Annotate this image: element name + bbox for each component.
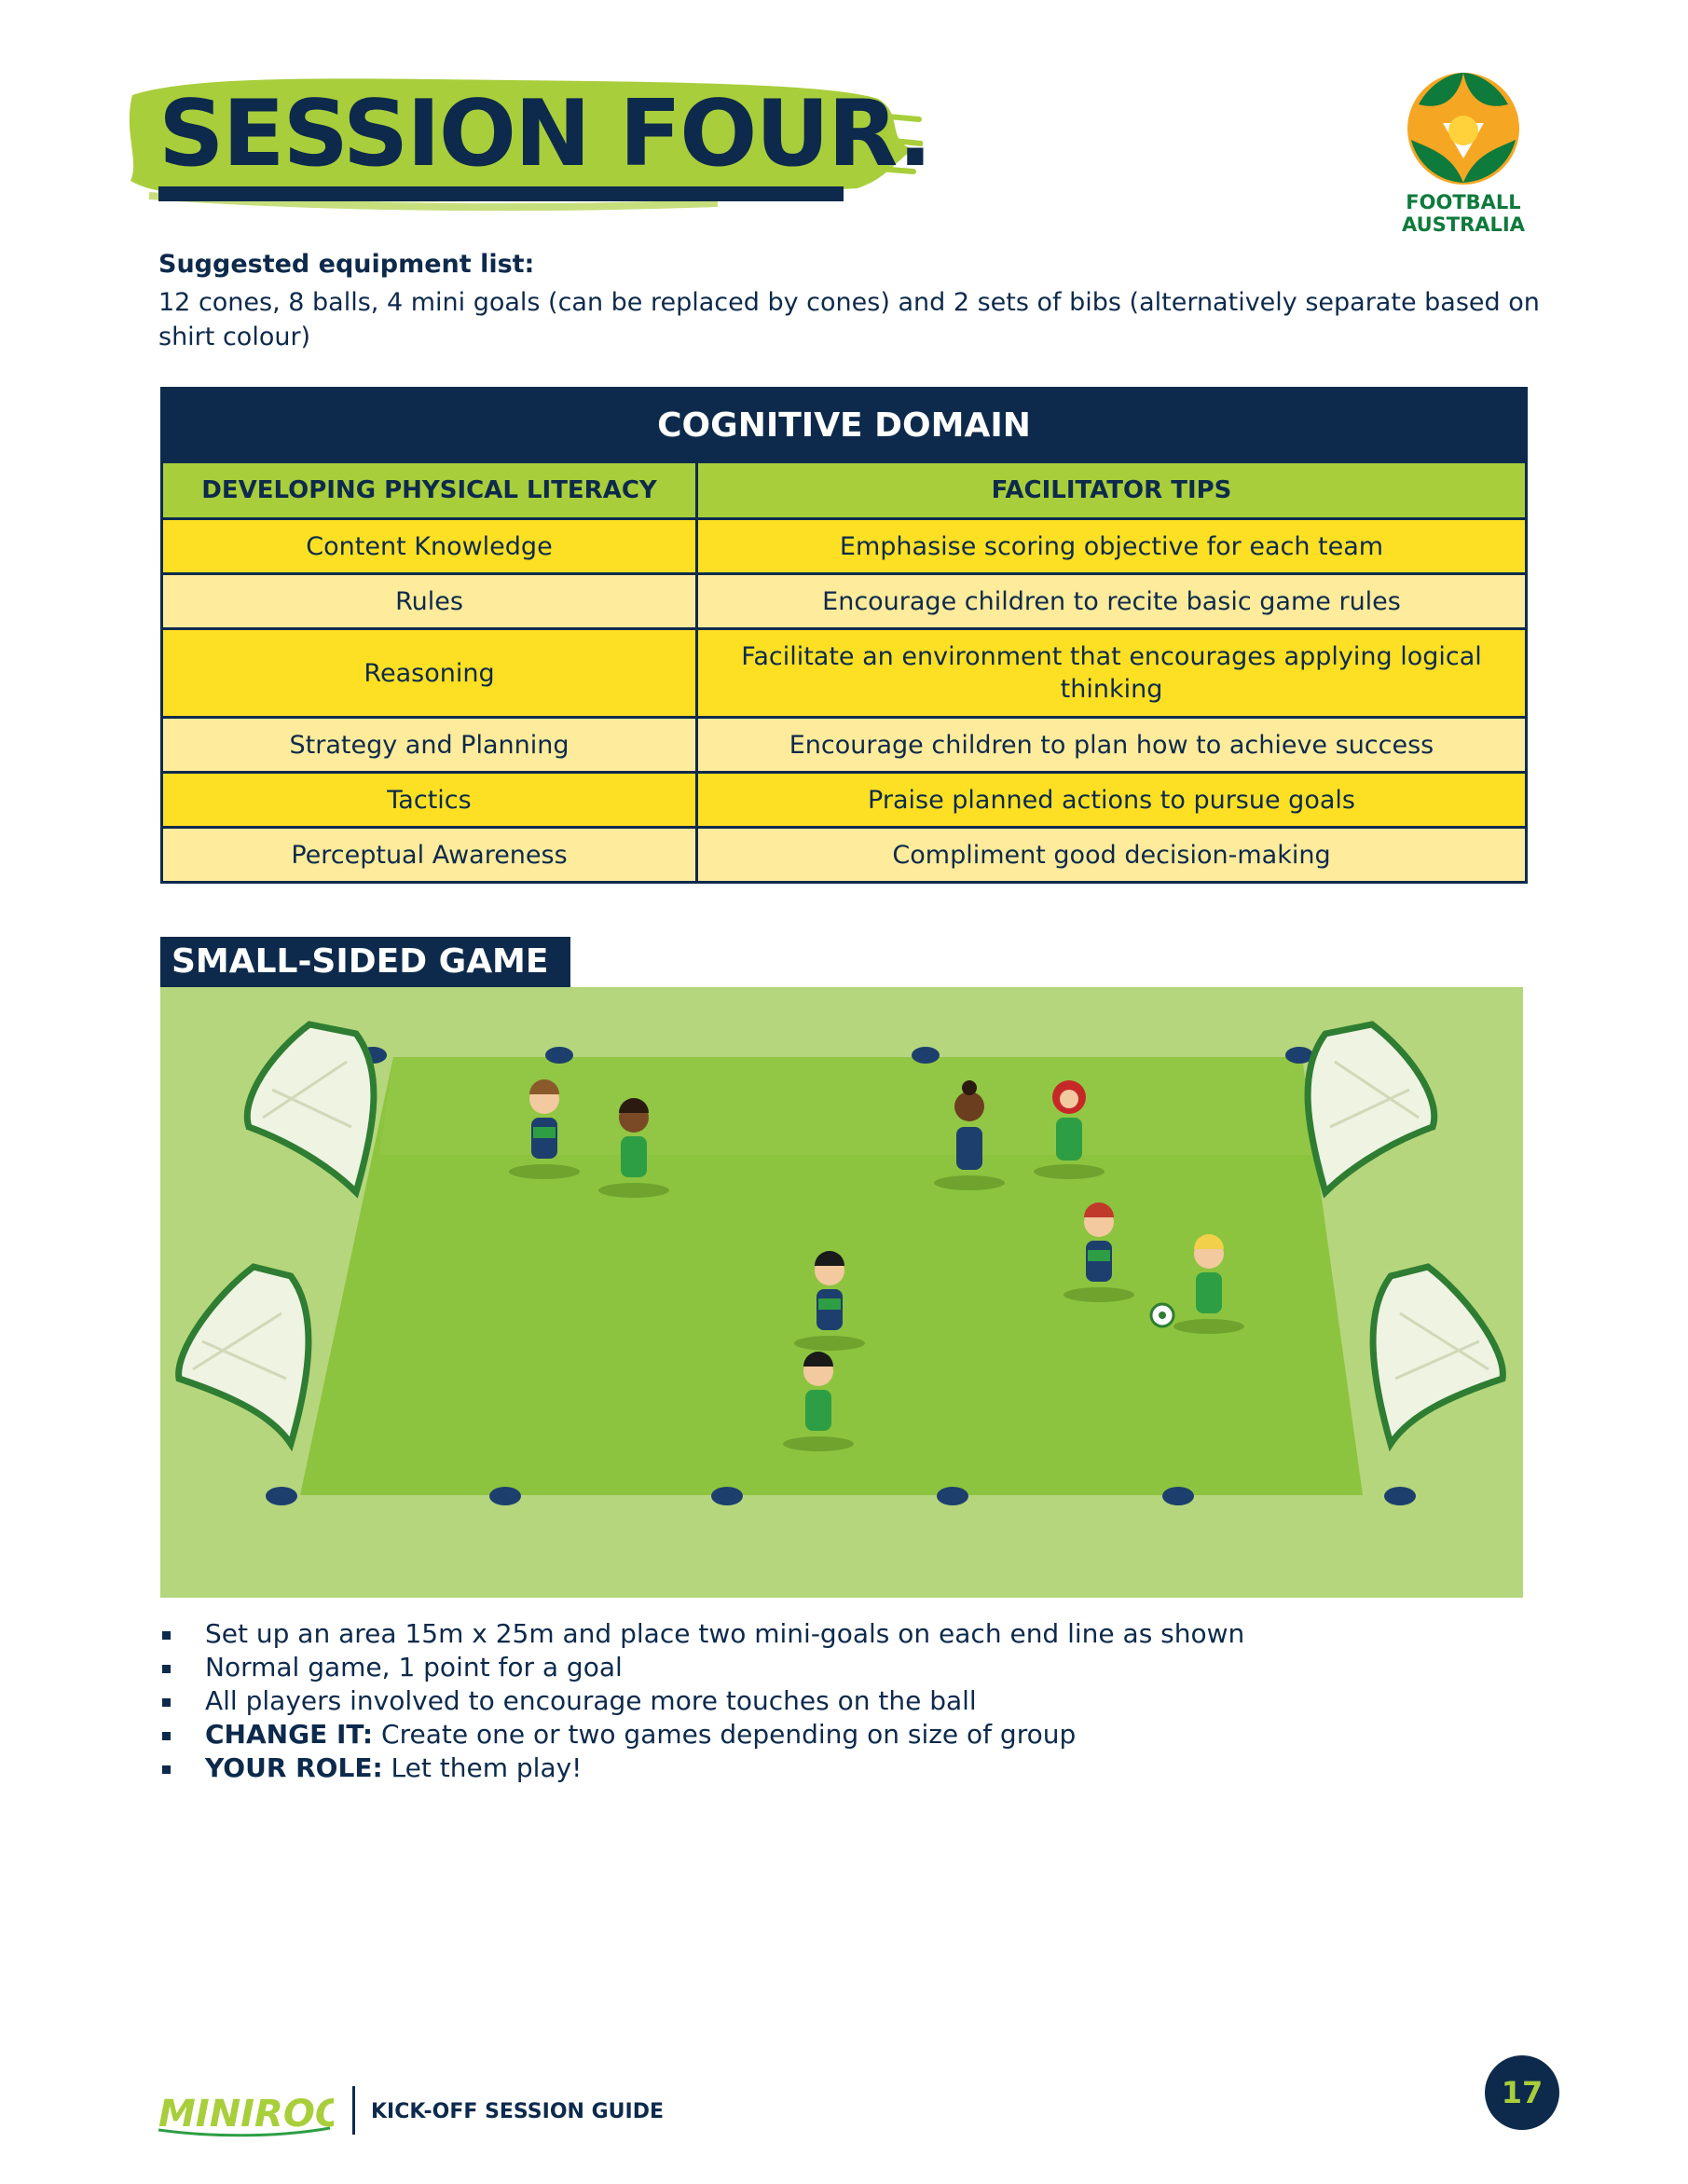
table-cell: Tactics (160, 771, 698, 829)
player-icon (509, 1079, 580, 1179)
instruction-list: Set up an area 15m x 25m and place two m… (160, 1617, 1521, 1785)
cone-icon (912, 1047, 940, 1064)
football-icon (1149, 1302, 1175, 1328)
equipment-heading: Suggested equipment list: (158, 250, 535, 279)
cone-icon (1162, 1487, 1194, 1505)
logo-line-2: AUSTRALIA (1402, 213, 1525, 236)
svg-text:MINIROOS: MINIROOS (158, 2093, 334, 2136)
cone-icon (545, 1047, 573, 1064)
football-australia-logo-icon (1407, 73, 1519, 185)
table-cell: Strategy and Planning (160, 716, 698, 774)
mini-goal-icon (1304, 1021, 1438, 1199)
player-icon (783, 1352, 854, 1451)
table-cell: Content Knowledge (160, 517, 698, 575)
player-icon (598, 1098, 669, 1198)
list-item: Normal game, 1 point for a goal (160, 1651, 1521, 1684)
mini-goal-icon (243, 1021, 377, 1199)
player-icon (794, 1251, 865, 1351)
column-header-literacy: DEVELOPING PHYSICAL LITERACY (160, 460, 698, 520)
list-item: Set up an area 15m x 25m and place two m… (160, 1617, 1521, 1651)
table-cell: Compliment good decision-making (694, 826, 1529, 884)
table-row: Tactics Praise planned actions to pursue… (160, 771, 1529, 829)
table-title: COGNITIVE DOMAIN (159, 387, 1529, 463)
page-title: SESSION FOUR. (158, 81, 933, 187)
cone-icon (711, 1487, 743, 1505)
cone-icon (1384, 1487, 1416, 1505)
bullet-square-icon (162, 1732, 171, 1740)
table-cell: Emphasise scoring objective for each tea… (694, 517, 1529, 575)
column-header-tips: FACILITATOR TIPS (694, 460, 1529, 520)
cone-icon (266, 1487, 297, 1505)
section-label: SMALL-SIDED GAME (160, 937, 570, 987)
equipment-text: 12 cones, 8 balls, 4 mini goals (can be … (158, 288, 1540, 351)
table-cell: Encourage children to plan how to achiev… (694, 716, 1529, 774)
player-icon (934, 1080, 1005, 1190)
bullet-square-icon (162, 1765, 171, 1774)
cone-icon (1285, 1047, 1313, 1064)
cognitive-domain-table: COGNITIVE DOMAIN DEVELOPING PHYSICAL LIT… (159, 387, 1529, 884)
table-row: Perceptual Awareness Compliment good dec… (160, 826, 1529, 884)
player-icon (1173, 1234, 1244, 1334)
mini-goal-icon (1369, 1263, 1506, 1452)
page-number: 17 (1485, 2055, 1559, 2130)
list-item: All players involved to encourage more t… (160, 1684, 1521, 1718)
cone-icon (937, 1487, 968, 1505)
player-icon (1034, 1080, 1105, 1179)
bullet-square-icon (162, 1665, 171, 1673)
table-row: Content Knowledge Emphasise scoring obje… (160, 517, 1529, 575)
table-cell: Facilitate an environment that encourage… (694, 627, 1529, 719)
pitch-diagram (160, 987, 1523, 1598)
table-cell: Encourage children to recite basic game … (694, 572, 1529, 630)
list-item: YOUR ROLE: Let them play! (160, 1751, 1521, 1785)
bullet-square-icon (162, 1631, 171, 1640)
footer-guide-title: KICK-OFF SESSION GUIDE (371, 2100, 664, 2123)
table-cell: Rules (160, 572, 698, 630)
table-row: Rules Encourage children to recite basic… (160, 572, 1529, 630)
list-item: CHANGE IT: Create one or two games depen… (160, 1718, 1521, 1751)
title-underline (158, 186, 844, 201)
table-cell: Praise planned actions to pursue goals (694, 771, 1529, 829)
bullet-square-icon (162, 1698, 171, 1707)
logo-line-1: FOOTBALL (1406, 191, 1521, 213)
footer-divider (352, 2086, 355, 2135)
miniroos-logo-icon: MINIROOS (158, 2093, 334, 2137)
table-row: Strategy and Planning Encourage children… (160, 716, 1529, 774)
table-cell: Perceptual Awareness (160, 826, 698, 884)
table-cell: Reasoning (160, 627, 698, 719)
player-icon (1064, 1202, 1134, 1302)
cone-icon (489, 1487, 521, 1505)
table-row: Reasoning Facilitate an environment that… (160, 627, 1529, 719)
football-australia-wordmark: FOOTBALL AUSTRALIA (1361, 191, 1566, 236)
mini-goal-icon (175, 1263, 312, 1452)
